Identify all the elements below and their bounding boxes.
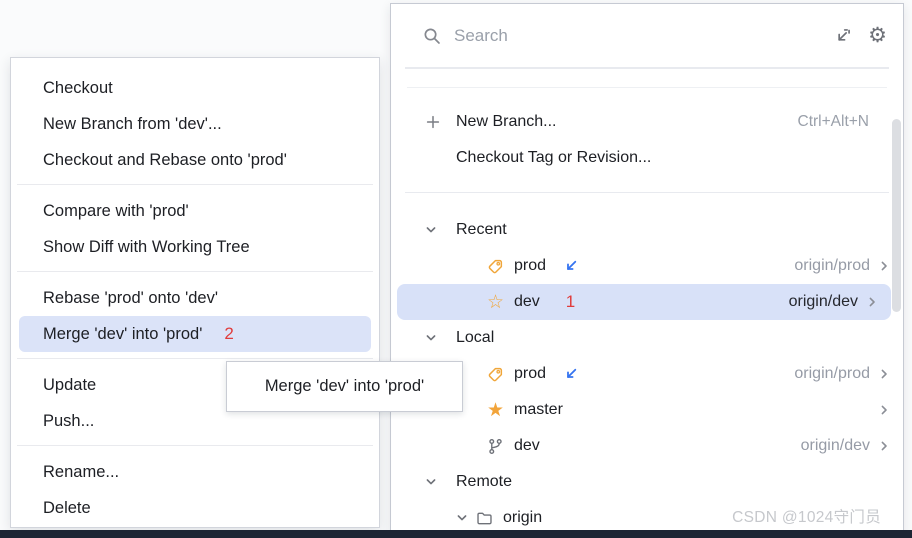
search-input[interactable]	[454, 25, 835, 46]
list-top-divider	[407, 87, 887, 88]
menu-item-label: Rename...	[43, 462, 120, 481]
branch-name: prod	[514, 257, 547, 274]
annotation-number-1: 1	[565, 292, 576, 311]
chevron-down-icon	[425, 476, 437, 488]
git-branches-popup: ⚙ New Branch... Ctrl+Alt+N Checkout Tag …	[390, 3, 904, 538]
menu-item-label: Rebase 'prod' onto 'dev'	[43, 288, 218, 307]
tracking-branch: origin/prod	[794, 257, 870, 274]
incoming-changes-icon	[564, 259, 578, 273]
section-header-local[interactable]: Local	[391, 320, 903, 356]
chevron-right-icon[interactable]	[878, 440, 890, 452]
menu-item-compare-with-prod[interactable]: Compare with 'prod'	[11, 193, 379, 229]
collapse-window-icon[interactable]	[834, 27, 852, 45]
tag-icon	[486, 366, 505, 383]
window-bottom-edge	[0, 530, 912, 538]
branch-name: master	[514, 401, 563, 418]
chevron-down-icon	[456, 512, 468, 524]
settings-gear-icon[interactable]: ⚙	[868, 24, 887, 47]
remote-row-origin[interactable]: origin	[391, 500, 903, 536]
popup-scrollbar-thumb[interactable]	[892, 119, 901, 312]
menu-separator	[17, 271, 373, 272]
menu-item-label: Checkout	[43, 78, 113, 97]
branch-row-local-prod[interactable]: prod origin/prod	[391, 356, 903, 392]
search-icon	[424, 28, 440, 44]
menu-item-label: Merge 'dev' into 'prod'	[43, 324, 203, 343]
annotation-number-2: 2	[224, 324, 234, 343]
menu-item-label: Push...	[43, 411, 95, 430]
remote-name: origin	[503, 509, 543, 526]
incoming-changes-icon	[564, 367, 578, 381]
branch-name: dev	[514, 293, 540, 310]
menu-item-label: New Branch from 'dev'...	[43, 114, 222, 133]
search-row: ⚙	[391, 4, 903, 67]
menu-item-label: New Branch...	[456, 113, 557, 130]
menu-item-rename[interactable]: Rename...	[11, 454, 379, 490]
menu-item-checkout[interactable]: Checkout	[11, 70, 379, 106]
menu-item-label: Delete	[43, 498, 91, 517]
menu-item-delete[interactable]: Delete	[11, 490, 379, 526]
plus-icon	[425, 114, 441, 130]
popup-header-icons: ⚙	[834, 25, 887, 46]
tag-icon	[486, 258, 505, 275]
branch-row-local-dev[interactable]: dev origin/dev	[391, 428, 903, 464]
menu-item-label: Update	[43, 375, 97, 394]
actions-divider	[405, 192, 889, 193]
merge-action-tooltip: Merge 'dev' into 'prod'	[226, 361, 463, 412]
folder-icon	[476, 510, 494, 527]
menu-item-rebase-prod-onto-dev[interactable]: Rebase 'prod' onto 'dev'	[11, 280, 379, 316]
chevron-right-icon[interactable]	[866, 296, 878, 308]
section-header-recent[interactable]: Recent	[391, 212, 903, 248]
branch-name: dev	[514, 437, 540, 454]
git-branch-icon	[486, 438, 505, 455]
chevron-right-icon[interactable]	[878, 260, 890, 272]
chevron-down-icon	[425, 332, 437, 344]
chevron-right-icon[interactable]	[878, 368, 890, 380]
menu-item-merge-dev-into-prod[interactable]: Merge 'dev' into 'prod' 2	[19, 316, 371, 352]
menu-item-new-branch[interactable]: New Branch... Ctrl+Alt+N	[391, 104, 903, 140]
section-title: Local	[456, 329, 495, 346]
csdn-watermark: CSDN @1024守门员	[732, 509, 881, 526]
tracking-branch: origin/dev	[800, 437, 870, 454]
menu-item-label: Show Diff with Working Tree	[43, 237, 250, 256]
search-divider	[405, 67, 889, 69]
menu-item-update[interactable]: Update	[11, 367, 379, 403]
shortcut-hint: Ctrl+Alt+N	[797, 113, 870, 130]
branch-name: prod	[514, 365, 547, 382]
star-outline-icon: ☆	[486, 291, 505, 313]
branch-row-local-master[interactable]: ★ master	[391, 392, 903, 428]
menu-separator	[17, 445, 373, 446]
branch-row-recent-dev[interactable]: ☆ dev 1 origin/dev	[397, 284, 891, 320]
chevron-down-icon	[425, 224, 437, 236]
menu-item-checkout-tag[interactable]: Checkout Tag or Revision...	[391, 140, 903, 176]
tracking-branch: origin/prod	[794, 365, 870, 382]
menu-item-label: Checkout Tag or Revision...	[456, 149, 652, 166]
branch-row-recent-prod[interactable]: prod origin/prod	[391, 248, 903, 284]
menu-item-push[interactable]: Push...	[11, 403, 379, 439]
menu-item-label: Checkout and Rebase onto 'prod'	[43, 150, 287, 169]
menu-item-label: Compare with 'prod'	[43, 201, 189, 220]
section-header-remote[interactable]: Remote	[391, 464, 903, 500]
tracking-branch: origin/dev	[788, 293, 858, 310]
chevron-right-icon[interactable]	[878, 404, 890, 416]
star-filled-icon: ★	[486, 399, 505, 421]
menu-item-new-branch-from-dev[interactable]: New Branch from 'dev'...	[11, 106, 379, 142]
menu-item-checkout-and-rebase[interactable]: Checkout and Rebase onto 'prod'	[11, 142, 379, 178]
menu-item-show-diff[interactable]: Show Diff with Working Tree	[11, 229, 379, 265]
branch-context-menu: Checkout New Branch from 'dev'... Checko…	[10, 57, 380, 528]
section-title: Remote	[456, 473, 513, 490]
section-title: Recent	[456, 221, 507, 238]
menu-separator	[17, 184, 373, 185]
menu-separator	[17, 358, 373, 359]
tooltip-text: Merge 'dev' into 'prod'	[264, 377, 425, 395]
